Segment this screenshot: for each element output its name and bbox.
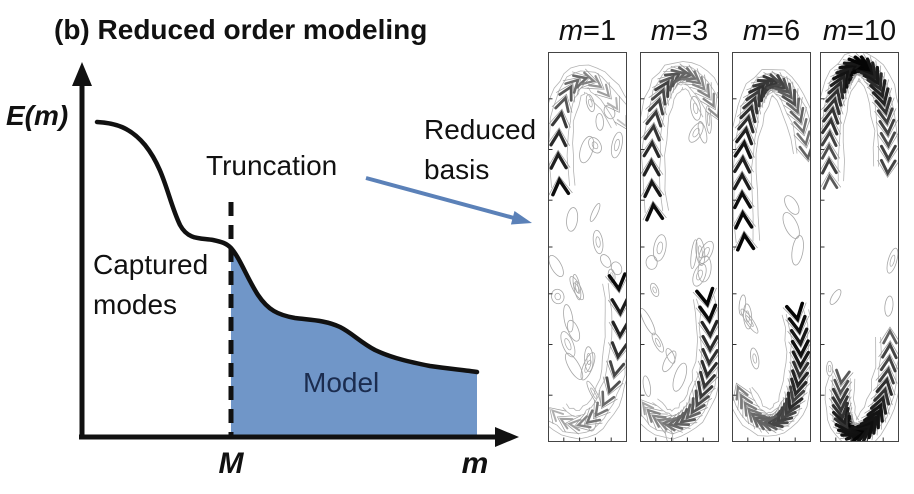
mode-panel-label: m=10 <box>810 15 909 51</box>
figure-title: (b) Reduced order modeling <box>54 14 428 45</box>
x-axis-arrowhead-icon <box>495 427 519 447</box>
panel-label-eq: =1 <box>583 15 617 47</box>
panel-label-var: m <box>742 15 768 47</box>
mode-panel <box>732 52 811 442</box>
energy-curve <box>94 119 480 375</box>
x-axis-label: m <box>461 447 489 480</box>
truncation-tick-label: M <box>218 447 244 480</box>
panel-label-eq: =3 <box>675 15 709 47</box>
reduced-basis-arrowhead-icon <box>510 211 532 225</box>
model-label: Model <box>303 367 380 398</box>
captured-modes-label: Captured modes <box>93 249 209 320</box>
y-axis-arrowhead-icon <box>72 62 92 86</box>
mode-panel <box>640 52 719 442</box>
panel-label-var: m <box>650 15 676 47</box>
mode-panel <box>548 52 627 442</box>
panel-label-var: m <box>822 15 847 47</box>
contour-plot <box>820 52 899 442</box>
reduced-basis-arrow <box>365 176 515 220</box>
mode-panel <box>820 52 899 442</box>
panel-label-eq: =10 <box>846 15 897 47</box>
panel-label-eq: =6 <box>767 15 801 47</box>
contour-plot <box>548 52 627 442</box>
contour-plot <box>640 52 719 442</box>
contour-plot <box>732 52 811 442</box>
mode-panel-label: m=3 <box>630 15 729 51</box>
mode-panel-label: m=6 <box>722 15 821 51</box>
y-axis-label: E(m) <box>6 100 69 131</box>
model-area <box>231 248 477 436</box>
truncation-label: Truncation <box>206 150 338 181</box>
panel-label-var: m <box>558 15 584 47</box>
mode-panel-label: m=1 <box>538 15 637 51</box>
reduced-basis-label: Reduced basis <box>424 114 537 185</box>
energy-plot <box>72 62 532 447</box>
